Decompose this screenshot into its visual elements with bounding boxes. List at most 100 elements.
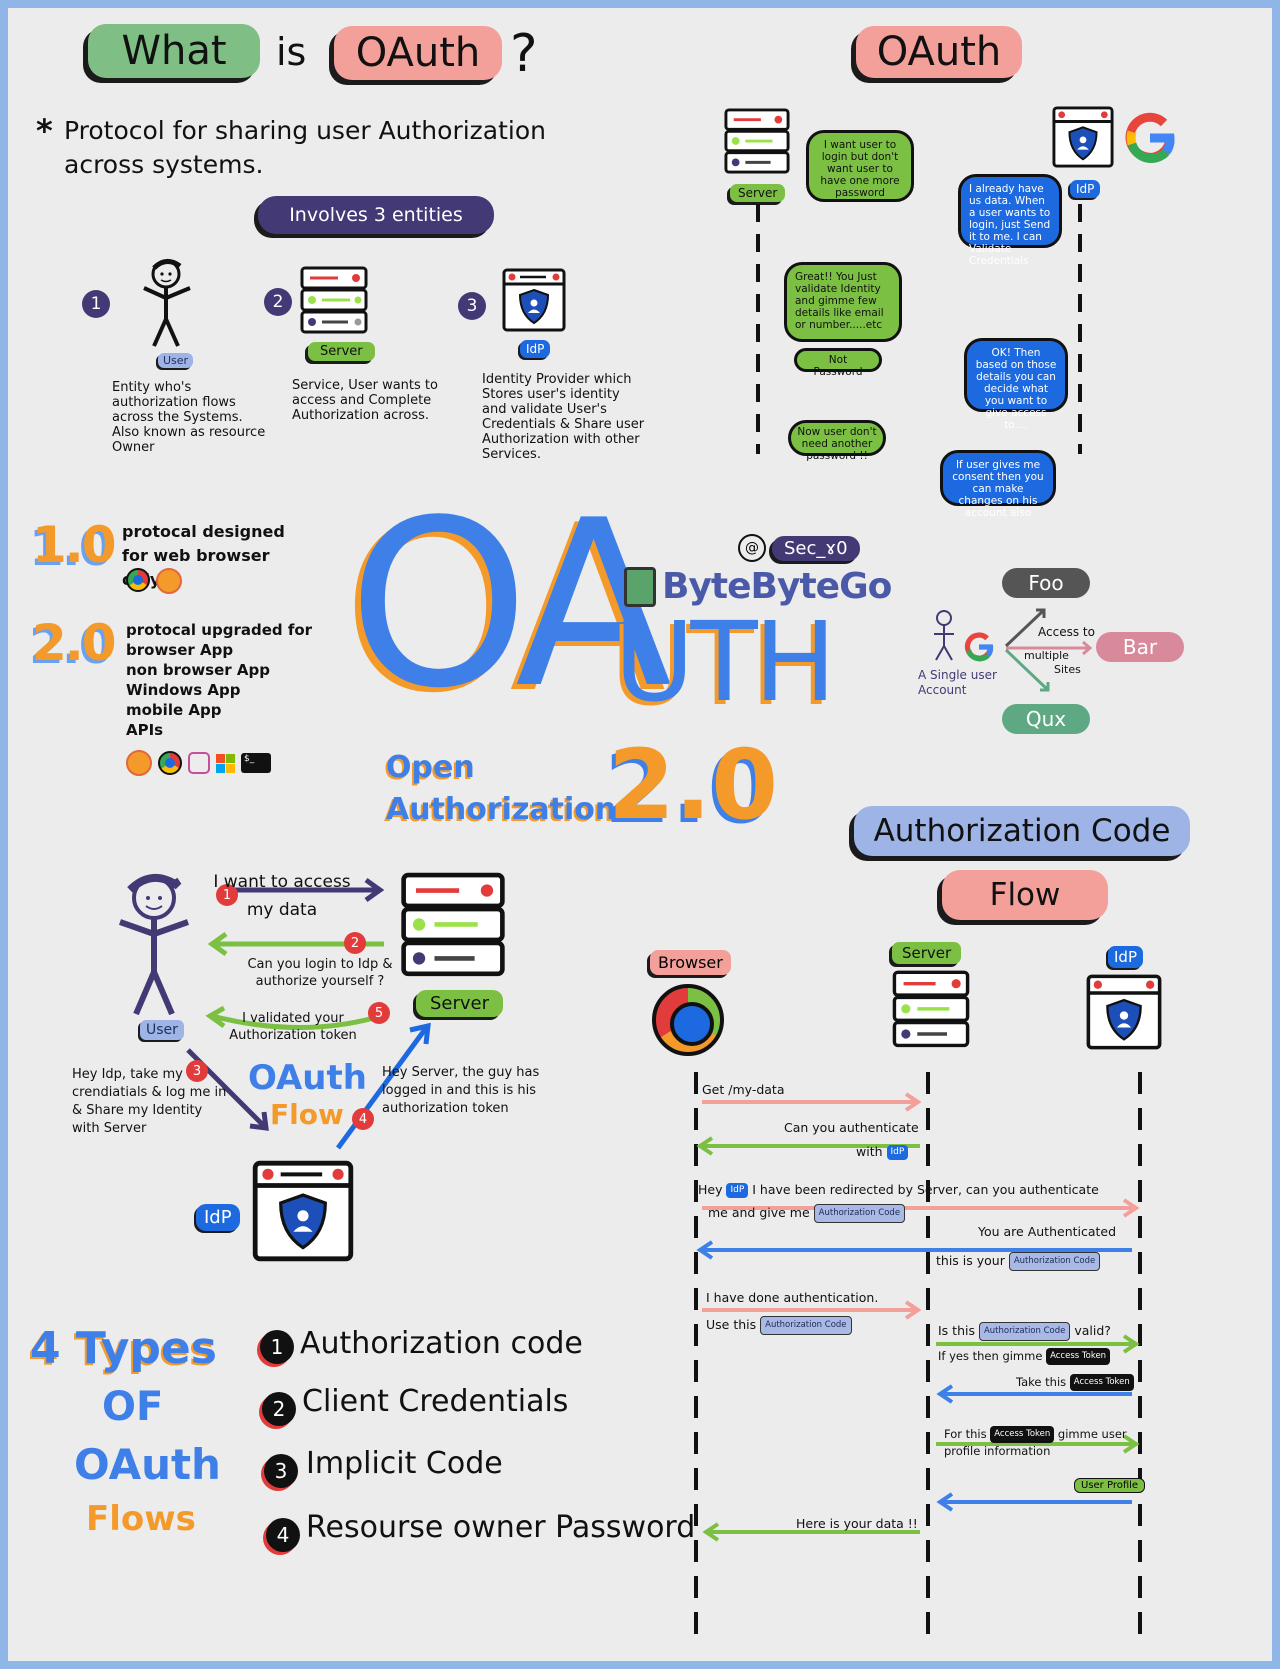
ac-idp-tag: IdP: [1108, 946, 1143, 968]
ac-chip-auth: Authorization Code: [760, 1316, 852, 1335]
entity-server-tag: Server: [308, 342, 375, 361]
flow-user-tag: User: [140, 1020, 184, 1040]
version-2-line: non browser App: [126, 661, 270, 679]
ac-msg-2b: with IdP: [856, 1144, 909, 1160]
oauth-bubble-2: I already have us data. When a user want…: [958, 174, 1062, 267]
flow-center-flow: Flow: [270, 1098, 344, 1131]
ac-msg-7: Take this: [1016, 1375, 1067, 1389]
ac-msg-5b-row: Use this Authorization Code: [706, 1316, 852, 1335]
flow-step-5: I validated your Authorization token: [229, 1011, 357, 1043]
flow-step-1-badge: 1: [216, 884, 238, 906]
title-question-mark: ?: [510, 24, 538, 84]
flow-server-icon: [401, 872, 505, 977]
sso-access: Access to: [1038, 625, 1095, 639]
title-what: What: [121, 28, 227, 74]
title-oauth-pill: OAuth: [334, 26, 502, 80]
entity-server-desc: Service, User wants to access and Comple…: [292, 378, 438, 423]
flow-step-5-badge: 5: [368, 1002, 390, 1024]
flow-center-oauth: OAuth: [248, 1058, 367, 1098]
ac-browser-icon: [652, 984, 724, 1056]
ac-msg-7-row: Take this Access Token: [1016, 1374, 1134, 1391]
ac-msg-6c: If yes then gimme: [938, 1349, 1043, 1363]
ac-msg-4a: You are Authenticated: [978, 1224, 1117, 1239]
asterisk-icon: *: [36, 112, 53, 150]
ac-browser-tag: Browser: [650, 950, 731, 975]
flow-step-2: Can you login to Idp & authorize yoursel…: [247, 957, 393, 989]
sso-multiple: multiple: [1024, 649, 1069, 662]
browser-icons-v1: [126, 568, 182, 594]
flow-idp-icon: [252, 1160, 354, 1262]
type-label-3: Implicit Code: [306, 1446, 503, 1481]
logo-uth: UTH: [614, 598, 836, 726]
auth-code-flow: Flow: [989, 877, 1061, 913]
ac-msg-1: Get /my-data: [702, 1082, 785, 1097]
ac-msg-2b-text: with: [856, 1144, 883, 1159]
ac-msg-2a: Can you authenticate: [784, 1120, 919, 1135]
logo-handle-pill: @ Sec_ɤ0: [738, 534, 860, 562]
ac-chip-auth: Authorization Code: [813, 1204, 906, 1223]
logo-authorization: Authorization: [386, 792, 617, 827]
sso-diagram-arrows: [934, 608, 1093, 692]
sso-qux-pill: Qux: [1002, 704, 1090, 734]
auth-code-flow-pill: Flow: [942, 870, 1108, 920]
sso-qux: Qux: [1025, 707, 1067, 731]
instagram-icon: [188, 752, 210, 774]
auth-code-title-pill: Authorization Code: [854, 806, 1190, 856]
auth-code-title: Authorization Code: [873, 813, 1171, 849]
version-2-line: APIs: [126, 721, 164, 739]
ac-chip-idp: IdP: [886, 1145, 909, 1160]
type-label-4: Resourse owner Password: [306, 1510, 696, 1545]
oauth-panel-title: OAuth: [876, 29, 1002, 75]
ac-msg-4b-row: this is your Authorization Code: [936, 1252, 1101, 1271]
ac-server-tag: Server: [892, 942, 962, 964]
type-num-3: 3: [264, 1454, 298, 1488]
types-title-line-4: Flows: [86, 1499, 196, 1539]
entity-num-1: 1: [82, 290, 110, 318]
sso-foo-pill: Foo: [1002, 568, 1090, 598]
version-2-line: mobile App: [126, 701, 222, 719]
logo-oa: OA: [348, 472, 672, 739]
version-1-desc: protocal designed for web browser only: [122, 522, 285, 589]
ac-msg-8-row: For this Access Token gimme user: [944, 1426, 1127, 1443]
sso-bar-pill: Bar: [1096, 632, 1184, 662]
oauth-panel-server-icon: [724, 108, 790, 174]
entity-idp-desc: Identity Provider which Stores user's id…: [482, 372, 645, 462]
entity-num-3: 3: [458, 292, 486, 320]
entity-num-2: 2: [264, 288, 292, 316]
flow-step-4: Hey Server, the guy has logged in and th…: [382, 1065, 540, 1116]
type-label-2: Client Credentials: [302, 1384, 569, 1419]
ac-msg-6c-row: If yes then gimme Access Token: [938, 1348, 1111, 1365]
oauth-bubble-7: If user gives me consent then you can ma…: [940, 450, 1056, 519]
type-num-1: 1: [260, 1330, 294, 1364]
ac-msg-6b: valid?: [1074, 1323, 1111, 1338]
ac-msg-8a: For this: [944, 1427, 987, 1441]
sso-sites: Sites: [1054, 663, 1081, 676]
ac-msg-3: Hey IdP I have been redirected by Server…: [698, 1182, 1138, 1198]
oauth-panel-idp-icon: [1052, 106, 1114, 168]
ac-msg-9: User Profile: [1074, 1478, 1146, 1493]
title-is: is: [276, 30, 307, 74]
oauth-panel-title-pill: OAuth: [856, 26, 1022, 78]
google-logo-icon: [1125, 112, 1175, 163]
sso-account: A Single user Account: [918, 668, 997, 697]
ac-msg-10: Here is your data !!: [796, 1516, 918, 1531]
ac-chip-idp: IdP: [726, 1183, 749, 1198]
chrome-icon: [158, 751, 182, 775]
title-oauth: OAuth: [355, 30, 481, 76]
oauth-bubble-6: Now user don't need another password !!: [788, 420, 886, 462]
entities-header-pill: Involves 3 entities: [258, 196, 494, 234]
chrome-icon: [126, 568, 150, 592]
types-title-line-1: 4 Types: [30, 1323, 217, 1374]
ac-msg-8c: profile information: [944, 1444, 1051, 1458]
entity-idp-tag: IdP: [520, 340, 551, 358]
entity-user-tag: User: [158, 353, 194, 368]
oauth-bubble-3: Great!! You Just validate Identity and g…: [784, 262, 902, 342]
idp-shield-icon: [502, 268, 566, 332]
types-title-line-3: OAuth: [74, 1440, 221, 1489]
oauth-panel-lifelines: [756, 204, 1082, 454]
entities-header: Involves 3 entities: [289, 204, 463, 226]
logo-version: 2.0: [608, 729, 779, 841]
ac-msg-3a: Hey: [698, 1182, 723, 1197]
ac-msg-8b: gimme user: [1057, 1427, 1127, 1441]
oauth-bubble-1: I want user to login but don't want user…: [806, 130, 914, 202]
